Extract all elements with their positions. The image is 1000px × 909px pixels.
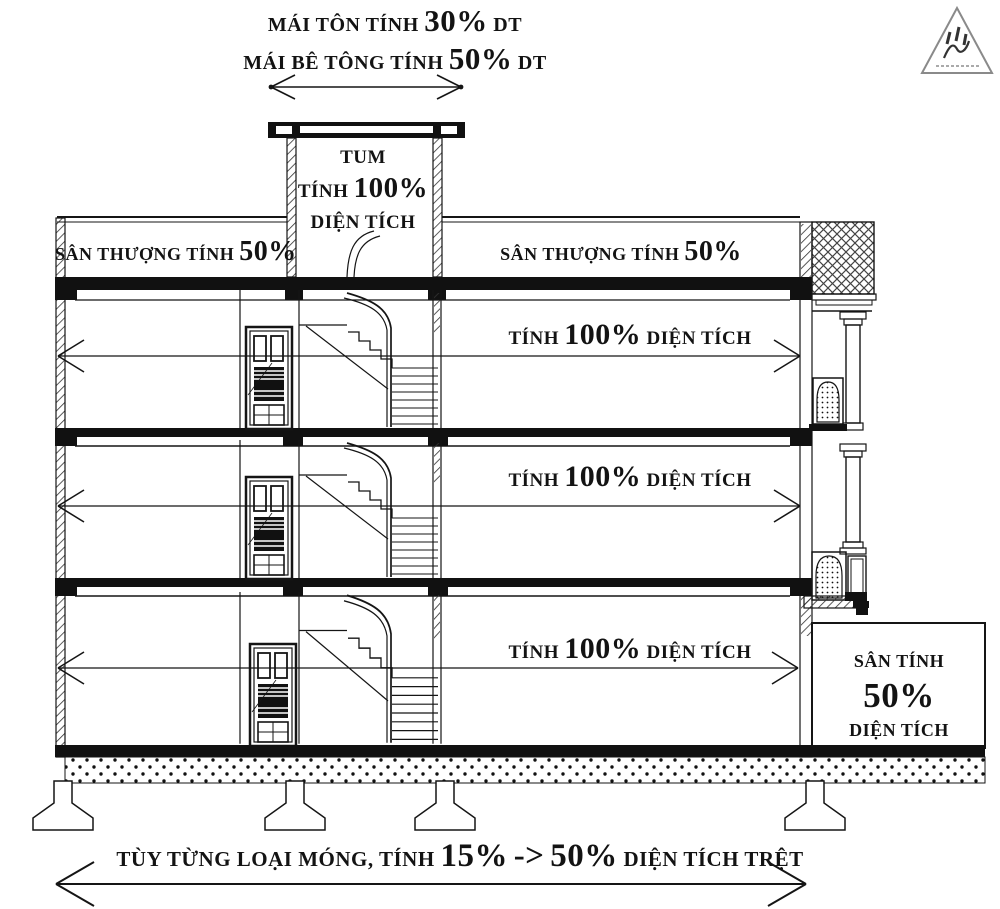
door-floor3 [244,325,294,431]
terrace-right-label: SÂN THƯỢNG TÍNH 50% [500,236,742,267]
roof-note-line1: MÁI TÔN TÍNH 30% DT [267,3,523,38]
floor1-span-arrow [57,651,799,685]
foundation-note: TÙY TỪNG LOẠI MÓNG, TÍNH 15% -> 50% DIỆN… [116,838,804,874]
floor3-label: TÍNH 100% DIỆN TÍCH [508,318,752,351]
roof-note: MÁI TÔN TÍNH 30% DT MÁI BÊ TÔNG TÍNH 50%… [235,4,555,80]
right-facade [803,221,877,615]
terrace-left-label: SÂN THƯỢNG TÍNH 50% [55,236,297,267]
floor1-label: TÍNH 100% DIỆN TÍCH [508,632,752,665]
company-logo-icon [920,5,994,74]
door-floor1 [248,642,298,748]
door-floor2 [244,475,294,581]
floor2-label: TÍNH 100% DIỆN TÍCH [508,460,752,493]
measure-arrows [55,74,807,907]
yard-label: SÂN TÍNH 50% DIỆN TÍCH [849,651,949,740]
roof-note-line2: MÁI BÊ TÔNG TÍNH 50% DT [243,41,547,76]
yard-box [811,622,986,749]
foundation-span-arrow [55,861,807,907]
floor2-span-arrow [57,489,801,523]
ground-and-foundation [32,745,986,831]
floor3-span-arrow [57,339,801,373]
tum-label: TUM TÍNH 100% DIỆN TÍCH [297,147,429,233]
terrace-level [55,216,812,301]
roof-span-arrow [268,74,464,100]
